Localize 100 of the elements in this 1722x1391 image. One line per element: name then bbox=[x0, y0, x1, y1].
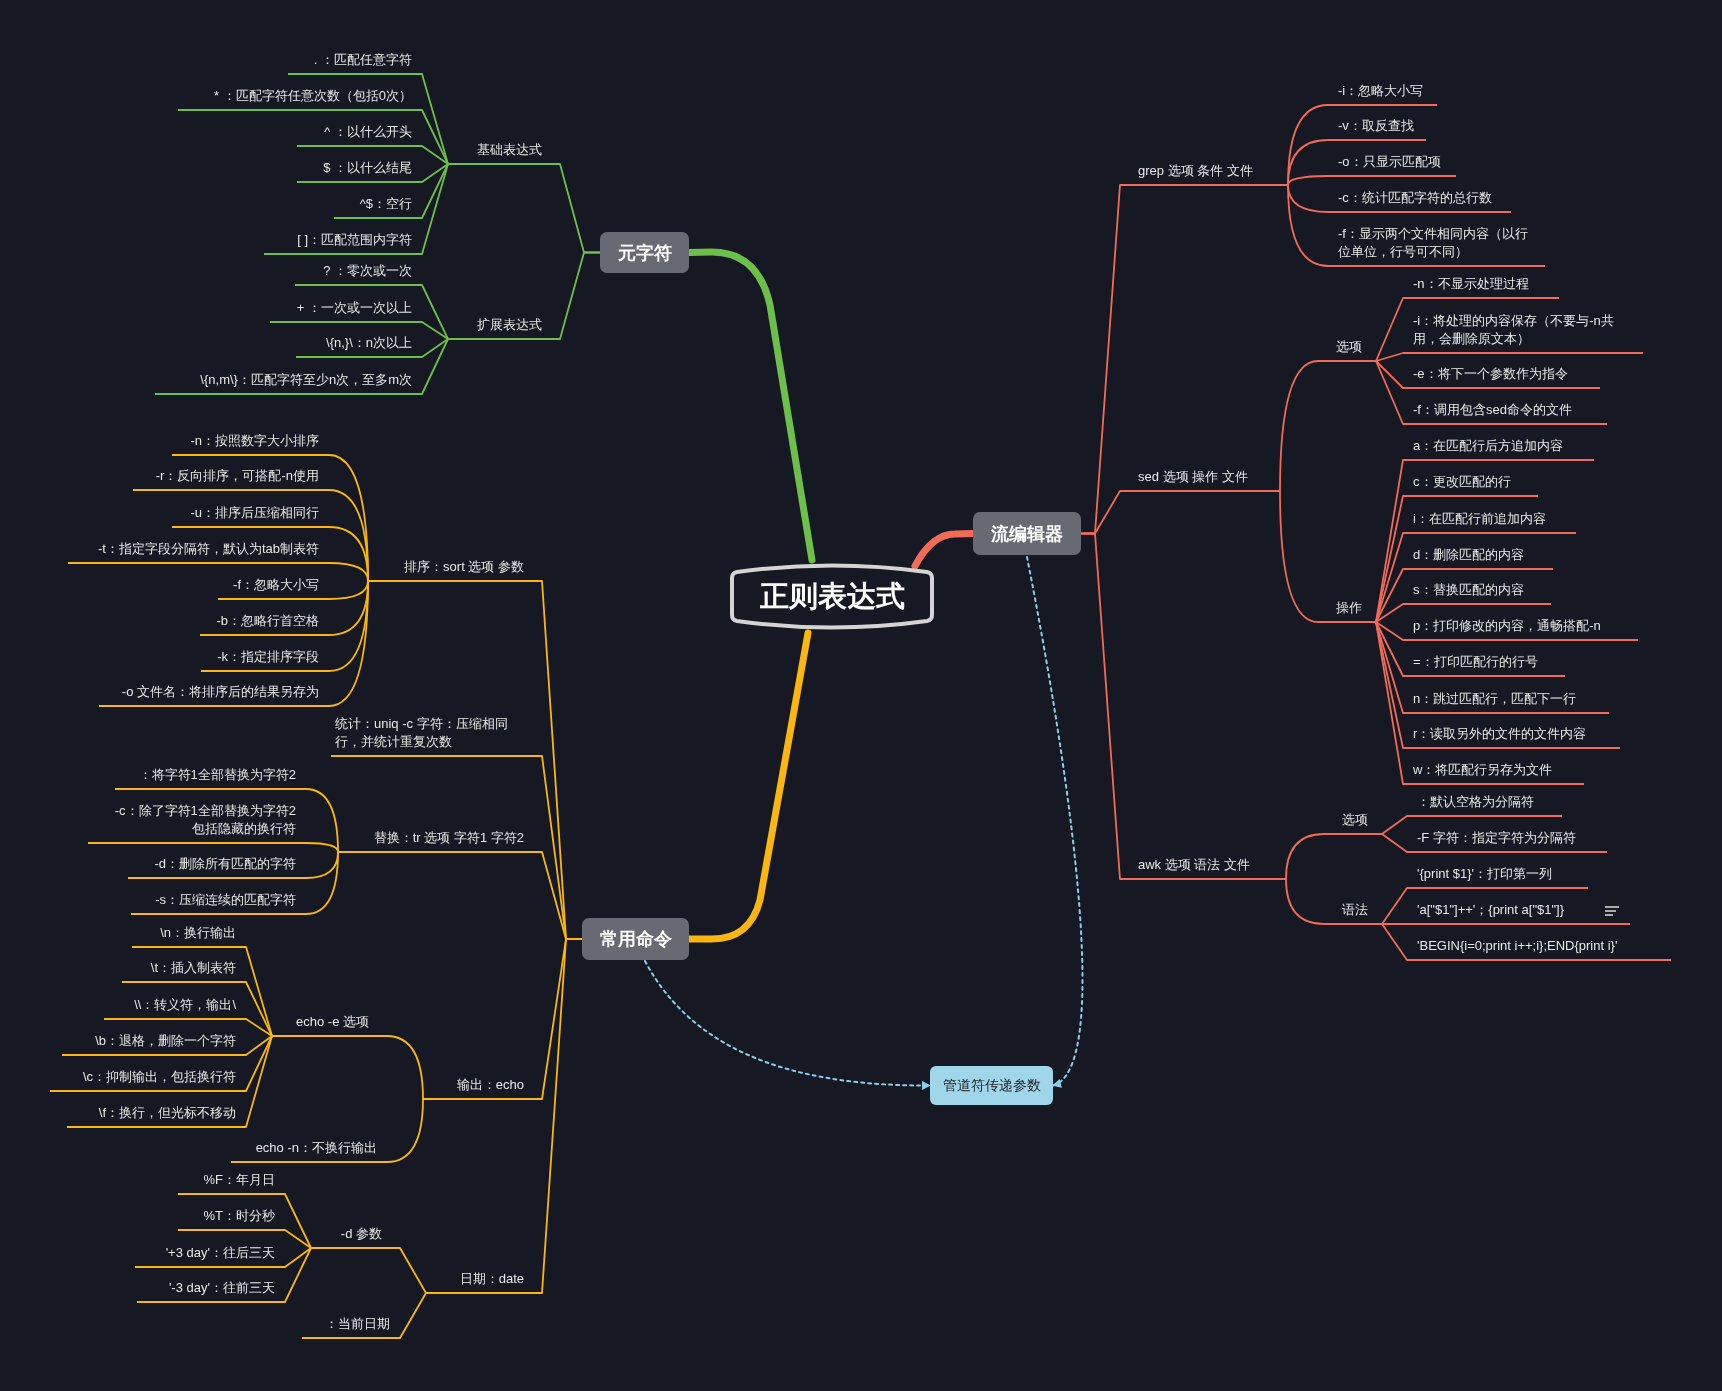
branch-line bbox=[245, 1018, 273, 1037]
subtopic: grep 选项 条件 文件 bbox=[1120, 162, 1288, 186]
leaf-topic: -n：不显示处理过程 bbox=[1403, 275, 1559, 299]
leaf-topic: * ：匹配字符任意次数（包括0次） bbox=[178, 87, 422, 111]
subtopic: 排序：sort 选项 参数 bbox=[368, 558, 542, 582]
branch-line bbox=[1279, 360, 1319, 492]
branch-line bbox=[245, 1035, 273, 1092]
leaf-topic: n：跳过匹配行，匹配下一行 bbox=[1403, 690, 1609, 714]
branch-line bbox=[1375, 360, 1404, 389]
branch-line bbox=[421, 163, 449, 255]
branch-line bbox=[1375, 621, 1404, 641]
subtopic: 选项 bbox=[1318, 338, 1376, 362]
leaf-topic: p：打印修改的内容，通畅搭配-n bbox=[1403, 617, 1638, 641]
leaf-topic: -s：压缩连续的匹配字符 bbox=[131, 891, 306, 915]
branch-line bbox=[1287, 175, 1329, 186]
leaf-topic: ^$：空行 bbox=[334, 195, 422, 219]
leaf-topic: '{print $1}'：打印第一列 bbox=[1407, 865, 1588, 889]
subtopic: 操作 bbox=[1318, 599, 1376, 623]
subtopic: 输出：echo bbox=[423, 1076, 542, 1100]
leaf-topic: \{n,}\：n次以上 bbox=[296, 334, 422, 358]
leaf-topic: \b：退格，删除一个字符 bbox=[62, 1032, 246, 1056]
leaf-topic: -f：调用包含sed命令的文件 bbox=[1403, 401, 1607, 425]
subtopic: 语法 bbox=[1324, 901, 1382, 925]
branch-line bbox=[421, 338, 449, 395]
main-topic: 流编辑器 bbox=[973, 512, 1081, 555]
main-topic: 元字符 bbox=[600, 232, 689, 273]
leaf-topic: -c：统计匹配字符的总行数 bbox=[1328, 189, 1511, 213]
branch-line bbox=[559, 251, 601, 340]
leaf-topic: a：在匹配行后方追加内容 bbox=[1403, 437, 1594, 461]
leaf-topic: s：替换匹配的内容 bbox=[1403, 581, 1551, 605]
branch-line bbox=[1287, 139, 1329, 186]
leaf-topic: -n：按照数字大小排序 bbox=[172, 432, 329, 456]
subtopic: sed 选项 操作 文件 bbox=[1120, 468, 1280, 492]
leaf-topic: '-3 day'：往前三天 bbox=[137, 1279, 285, 1303]
leaf-topic: =：打印匹配行的行号 bbox=[1403, 653, 1565, 677]
relation-arrow bbox=[644, 960, 931, 1090]
branch-line bbox=[1375, 360, 1404, 425]
subtopic: 扩展表达式 bbox=[448, 316, 560, 340]
branch-line bbox=[1381, 923, 1408, 961]
leaf-topic: -e：将下一个参数作为指令 bbox=[1403, 365, 1600, 389]
leaf-topic: ：当前日期 bbox=[302, 1315, 400, 1339]
leaf-topic: -o：只显示匹配项 bbox=[1328, 153, 1456, 177]
leaf-topic: + ：一次或一次以上 bbox=[270, 299, 422, 323]
branch-line bbox=[421, 163, 449, 183]
branch-line bbox=[1381, 833, 1408, 853]
leaf-topic: %F：年月日 bbox=[178, 1171, 285, 1195]
leaf-topic: w：将匹配行另存为文件 bbox=[1403, 761, 1584, 785]
leaf-topic: \c：抑制输出，包括换行符 bbox=[50, 1068, 246, 1092]
relation-arrow bbox=[1026, 556, 1084, 1087]
leaf-topic: ^ ：以什么开头 bbox=[297, 123, 422, 147]
leaf-topic: -i：忽略大小写 bbox=[1328, 82, 1437, 106]
branch-line bbox=[1375, 603, 1404, 623]
leaf-topic: -r：反向排序，可搭配-n使用 bbox=[133, 467, 329, 491]
branch-line bbox=[421, 163, 449, 219]
branch-line bbox=[1285, 878, 1325, 925]
branch-line bbox=[386, 1098, 424, 1163]
branch-line bbox=[399, 1292, 427, 1339]
subtopic: 日期：date bbox=[426, 1270, 542, 1294]
leaf-topic: -d：删除所有匹配的字符 bbox=[128, 855, 306, 879]
branch-line bbox=[1080, 532, 1121, 880]
branch-line bbox=[1375, 532, 1404, 623]
leaf-topic: %T：时分秒 bbox=[178, 1207, 285, 1231]
branch-line bbox=[421, 321, 449, 340]
leaf-topic: r：读取另外的文件的文件内容 bbox=[1403, 725, 1620, 749]
leaf-topic: \n：换行输出 bbox=[132, 924, 246, 948]
branch-line bbox=[284, 1229, 312, 1249]
leaf-topic: . ：匹配任意字符 bbox=[288, 51, 422, 75]
subtopic: 替换：tr 选项 字符1 字符2 bbox=[338, 829, 542, 853]
leaf-topic: 'BEGIN{i=0;print i++;i};END{print i}' bbox=[1407, 937, 1671, 961]
leaf-topic: -o 文件名：将排序后的结果另存为 bbox=[99, 683, 329, 707]
leaf-topic: '+3 day'：往后三天 bbox=[135, 1244, 285, 1268]
leaf-topic: i：在匹配行前追加内容 bbox=[1403, 510, 1576, 534]
leaf-topic: \\：转义符，输出\ bbox=[104, 996, 246, 1020]
branch-line bbox=[421, 338, 449, 358]
leaf-topic: ：默认空格为分隔符 bbox=[1407, 793, 1562, 817]
leaf-topic: [ ]：匹配范围内字符 bbox=[264, 231, 422, 255]
leaf-topic: -F 字符：指定字符为分隔符 bbox=[1407, 829, 1607, 853]
branch-line bbox=[421, 284, 449, 340]
branch-line bbox=[1375, 568, 1404, 623]
subtopic: awk 选项 语法 文件 bbox=[1120, 856, 1286, 880]
leaf-topic: -v：取反查找 bbox=[1328, 117, 1426, 141]
branch-line bbox=[1375, 621, 1404, 677]
leaf-topic: -b：忽略行首空格 bbox=[200, 612, 329, 636]
leaf-topic: d：删除匹配的内容 bbox=[1403, 546, 1553, 570]
branch-line bbox=[305, 851, 339, 915]
subtopic: 统计：uniq -c 字符：压缩相同行，并统计重复次数 bbox=[331, 715, 542, 757]
main-topic: 常用命令 bbox=[582, 918, 689, 960]
branch-line bbox=[1381, 815, 1408, 835]
branch-line bbox=[1375, 621, 1404, 785]
leaf-topic: -f：显示两个文件相同内容（以行位单位，行号可不同） bbox=[1328, 225, 1545, 267]
leaf-topic: -c：除了字符1全部替换为字符2包括隐藏的换行符 bbox=[88, 802, 306, 844]
leaf-topic: -u：排序后压缩相同行 bbox=[172, 504, 329, 528]
branch-line bbox=[1279, 490, 1319, 623]
leaf-topic: \{n,m\}：匹配字符至少n次，至多m次 bbox=[155, 371, 422, 395]
branch-line bbox=[1375, 297, 1404, 362]
branch-line bbox=[284, 1247, 312, 1303]
leaf-topic: ：将字符1全部替换为字符2 bbox=[115, 766, 306, 790]
branch-line bbox=[1287, 184, 1329, 267]
branch-line bbox=[328, 562, 369, 582]
leaf-topic: -f：忽略大小写 bbox=[218, 576, 329, 600]
